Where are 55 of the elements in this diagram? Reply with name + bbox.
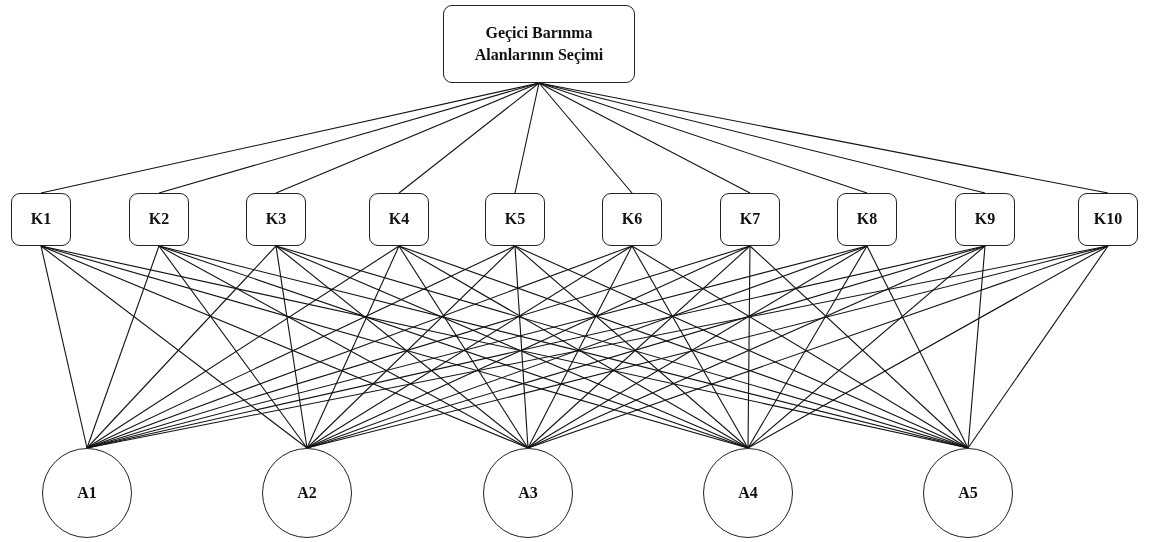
criterion-box (955, 193, 1015, 246)
node-label: A4 (738, 482, 758, 503)
criterion-box (485, 193, 545, 246)
criterion-box (11, 193, 71, 246)
connector-line (967, 245, 1109, 449)
connector-line (514, 82, 540, 194)
connector-line (398, 82, 540, 194)
connector-line (747, 245, 751, 449)
node-label: A2 (297, 482, 317, 503)
criterion-box (602, 193, 662, 246)
connector-line (275, 245, 529, 449)
criterion-box (246, 193, 306, 246)
connector-line (158, 245, 308, 449)
connector-line (398, 245, 529, 449)
connector-line (967, 245, 986, 449)
node-label: K3 (265, 209, 287, 230)
node-label: K8 (856, 209, 878, 230)
connector-line (306, 245, 516, 449)
connector-line (86, 245, 400, 449)
node-label: A3 (518, 482, 538, 503)
node-label: K6 (621, 209, 643, 230)
connector-line (747, 245, 1109, 449)
node-label: A5 (958, 482, 978, 503)
connector-line (86, 245, 277, 449)
connector-line (306, 245, 633, 449)
connector-line (538, 82, 751, 194)
connector-line (40, 245, 308, 449)
node-label: A1 (77, 482, 97, 503)
connector-line (747, 245, 868, 449)
goal-box (443, 5, 635, 83)
node-label: K1 (30, 209, 52, 230)
criterion-box (369, 193, 429, 246)
node-label: K10 (1093, 209, 1123, 230)
connector-line (306, 245, 400, 449)
connector-line (40, 245, 88, 449)
criterion-box (129, 193, 189, 246)
connector-line (538, 82, 633, 194)
connector-line (275, 82, 540, 194)
criterion-box (837, 193, 897, 246)
node-label: K7 (739, 209, 761, 230)
node-label: K5 (504, 209, 526, 230)
criterion-box (720, 193, 780, 246)
connector-line (527, 245, 868, 449)
node-label: K2 (148, 209, 170, 230)
connector-line (527, 245, 633, 449)
connector-line (275, 245, 308, 449)
connector-line (86, 245, 160, 449)
connector-line (866, 245, 969, 449)
connector-line (538, 82, 868, 194)
node-label: Geçici Barınma Alanlarının Seçimi (473, 22, 605, 66)
criterion-box (1078, 193, 1138, 246)
connector-line (631, 245, 749, 449)
connector-line (514, 245, 529, 449)
node-label: K4 (388, 209, 410, 230)
node-label: K9 (974, 209, 996, 230)
